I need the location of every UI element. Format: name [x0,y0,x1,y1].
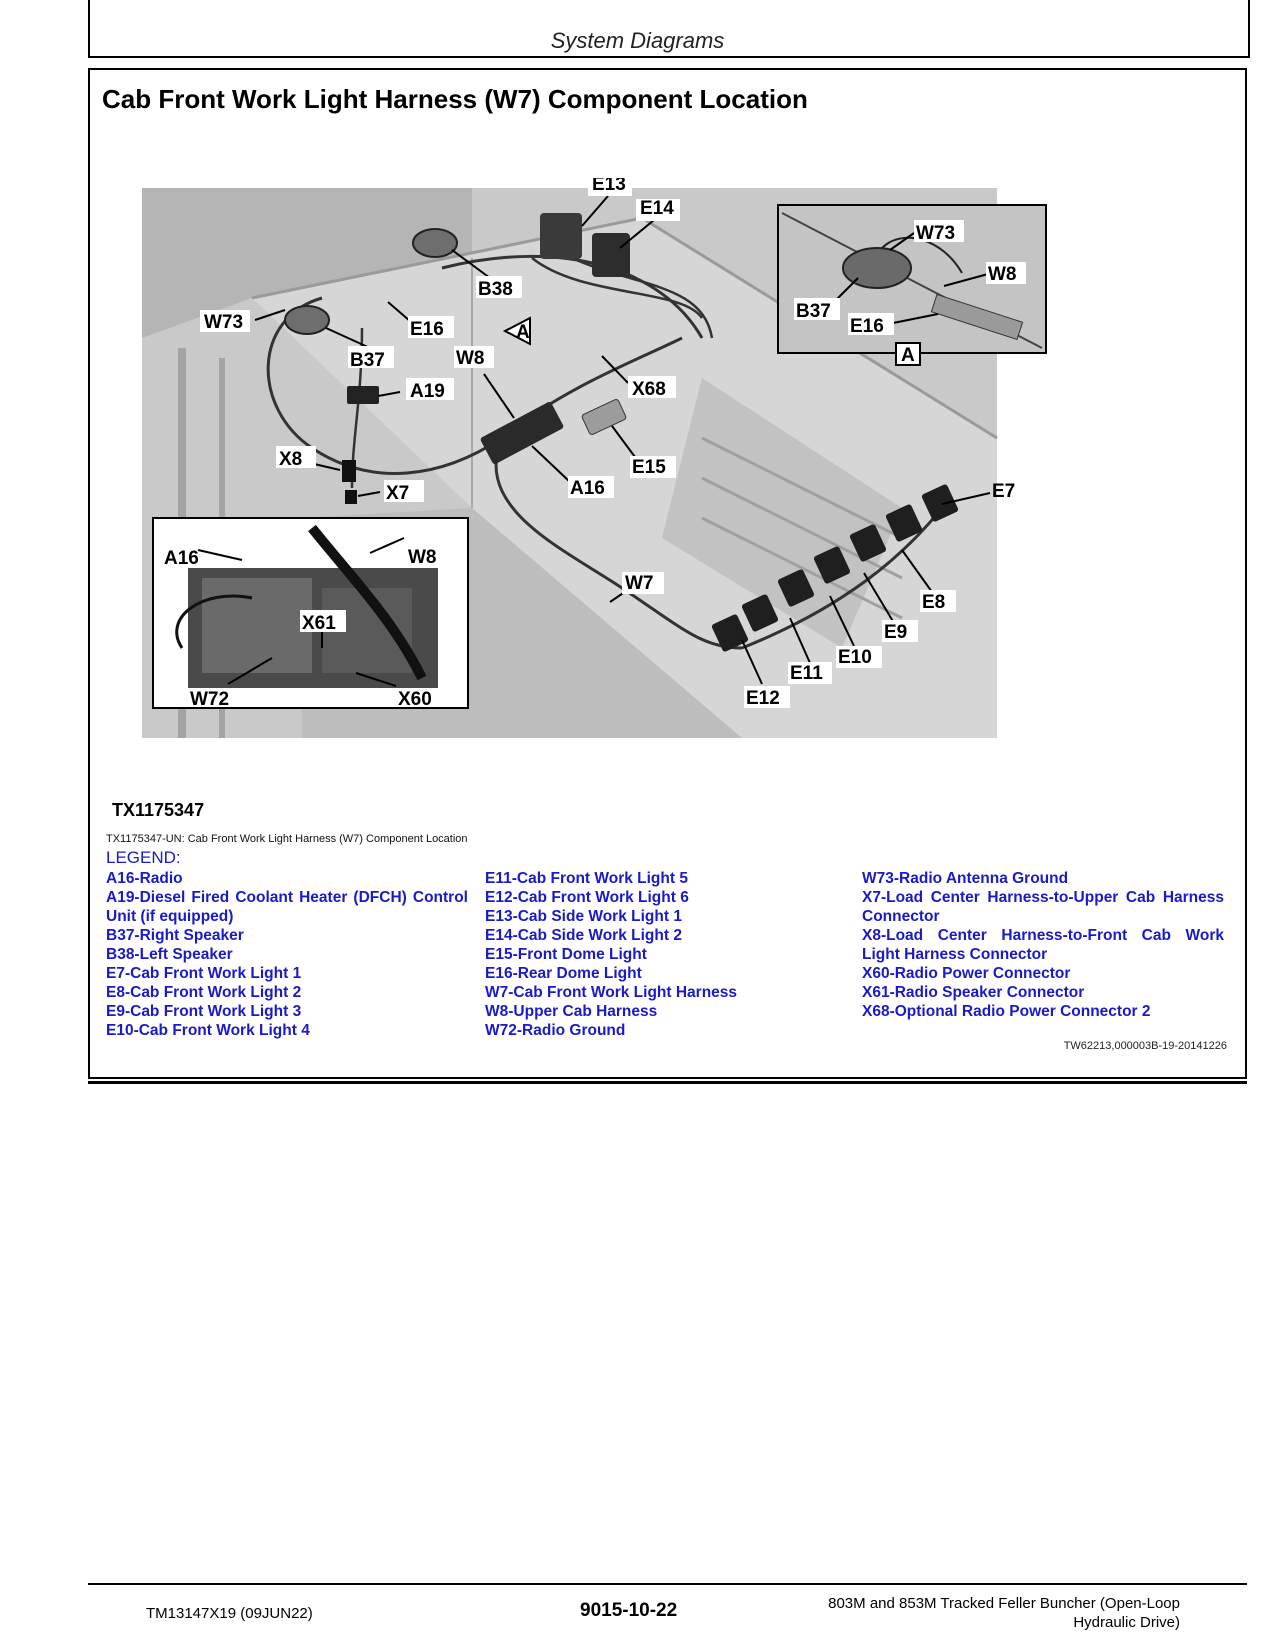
content-frame [88,68,1247,1079]
legend-item: B37-Right Speaker [106,927,244,944]
legend-item: E11-Cab Front Work Light 5 [485,870,688,887]
callout-b37: B37 [350,350,385,371]
inset-callout-w72: W72 [190,689,229,710]
callout-a19: A19 [410,381,445,402]
legend-item: E14-Cab Side Work Light 2 [485,927,682,944]
cab-harness-illustration: E13 E14 W73 B38 E16 A B37 W8 A19 X68 X8 … [142,178,1047,738]
legend-item: E10-Cab Front Work Light 4 [106,1022,310,1039]
legend-item: E12-Cab Front Work Light 6 [485,889,689,906]
speaker-b38-shape [412,228,458,258]
legend-item: X61-Radio Speaker Connector [862,984,1085,1001]
content-bottom-rule [88,1081,1247,1084]
callout-e7: E7 [992,481,1015,502]
inset-callout-x61: X61 [302,613,336,634]
detail-view-a [777,204,1047,366]
inset-callout-x60: X60 [398,689,432,710]
footer-rule [88,1583,1247,1585]
footer-machine-title: 803M and 853M Tracked Feller Buncher (Op… [750,1594,1180,1632]
front-work-lights-row [711,484,959,652]
speaker-b37-shape [284,305,330,335]
legend-item: X8-Load Center Harness-to-Front Cab Work… [862,927,1224,963]
footer-machine-line2: Hydraulic Drive) [1073,1614,1180,1631]
callout-arrow-a: A [516,322,530,343]
legend-item: B38-Left Speaker [106,946,233,963]
callout-a16: A16 [570,478,605,499]
callout-w7: W7 [625,573,654,594]
callout-x8: X8 [279,449,302,470]
legend-item: W72-Radio Ground [485,1022,626,1039]
side-work-light-e13-shape [540,213,582,259]
legend-item: E7-Cab Front Work Light 1 [106,965,302,982]
inset-callout-w8: W8 [408,547,437,568]
page-title: Cab Front Work Light Harness (W7) Compon… [102,84,808,114]
callout-x68: X68 [632,379,666,400]
view-arrow-a [502,316,531,346]
callout-e9: E9 [884,622,907,643]
legend-item: E16-Rear Dome Light [485,965,642,982]
legend-column-3: W73-Radio Antenna Ground X7-Load Center … [862,869,1224,1021]
callout-e13: E13 [592,178,626,195]
detail-callout-b37: B37 [796,301,831,322]
section-header: System Diagrams [550,28,725,53]
detail-callout-w8: W8 [988,264,1017,285]
legend-item: E8-Cab Front Work Light 2 [106,984,302,1001]
dome-light-e15-shape [581,399,627,435]
legend-item: E15-Front Dome Light [485,946,647,963]
legend-item: W8-Upper Cab Harness [485,1003,658,1020]
radio-connector-a16-shape [480,402,564,464]
connector-x8-shape [342,460,356,482]
figure-caption: TX1175347-UN: Cab Front Work Light Harne… [106,833,468,845]
legend-item: W7-Cab Front Work Light Harness [485,984,738,1001]
detail-callout-e16: E16 [850,316,884,337]
callout-e11: E11 [790,663,823,684]
header-frame [88,0,1250,58]
detail-callout-w73: W73 [916,223,955,244]
inset-callout-a16: A16 [164,548,199,569]
callout-e10: E10 [838,647,872,668]
harness-wire-w7 [494,437,743,650]
heater-control-a19-shape [347,386,379,404]
footer-machine-line1: 803M and 853M Tracked Feller Buncher (Op… [828,1595,1180,1612]
legend-item: A16-Radio [106,870,183,887]
footer-page-number: 9015-10-22 [580,1600,678,1621]
legend-item: X60-Radio Power Connector [862,965,1071,982]
legend-column-2: E11-Cab Front Work Light 5 E12-Cab Front… [485,869,805,1040]
component-location-figure: E13 E14 W73 B38 E16 A B37 W8 A19 X68 X8 … [142,178,1070,743]
legend-title: LEGEND: [106,848,181,867]
callout-e16: E16 [410,319,444,340]
callout-e8: E8 [922,592,945,613]
callout-w8: W8 [456,348,485,369]
legend-column-1: A16-Radio A19-Diesel Fired Coolant Heate… [106,869,468,1040]
legend-item: X68-Optional Radio Power Connector 2 [862,1003,1151,1020]
legend-item: E13-Cab Side Work Light 1 [485,908,682,925]
detail-view-label: A [901,345,915,366]
figure-id: TX1175347 [112,800,205,820]
callout-e12: E12 [746,688,780,709]
callout-x7: X7 [386,483,409,504]
legend-item: E9-Cab Front Work Light 3 [106,1003,302,1020]
legend-item: X7-Load Center Harness-to-Upper Cab Harn… [862,889,1224,925]
callout-e14: E14 [640,198,674,219]
footer-manual-id: TM13147X19 (09JUN22) [146,1605,313,1622]
side-work-light-e14-shape [592,233,630,277]
callout-e15: E15 [632,457,666,478]
callout-w73: W73 [204,312,243,333]
connector-x7-shape [345,490,357,504]
reference-code: TW62213,000003B-19-20141226 [1063,1040,1227,1052]
legend-item: W73-Radio Antenna Ground [862,870,1069,887]
callout-b38: B38 [478,279,513,300]
legend-item: A19-Diesel Fired Coolant Heater (DFCH) C… [106,889,468,925]
